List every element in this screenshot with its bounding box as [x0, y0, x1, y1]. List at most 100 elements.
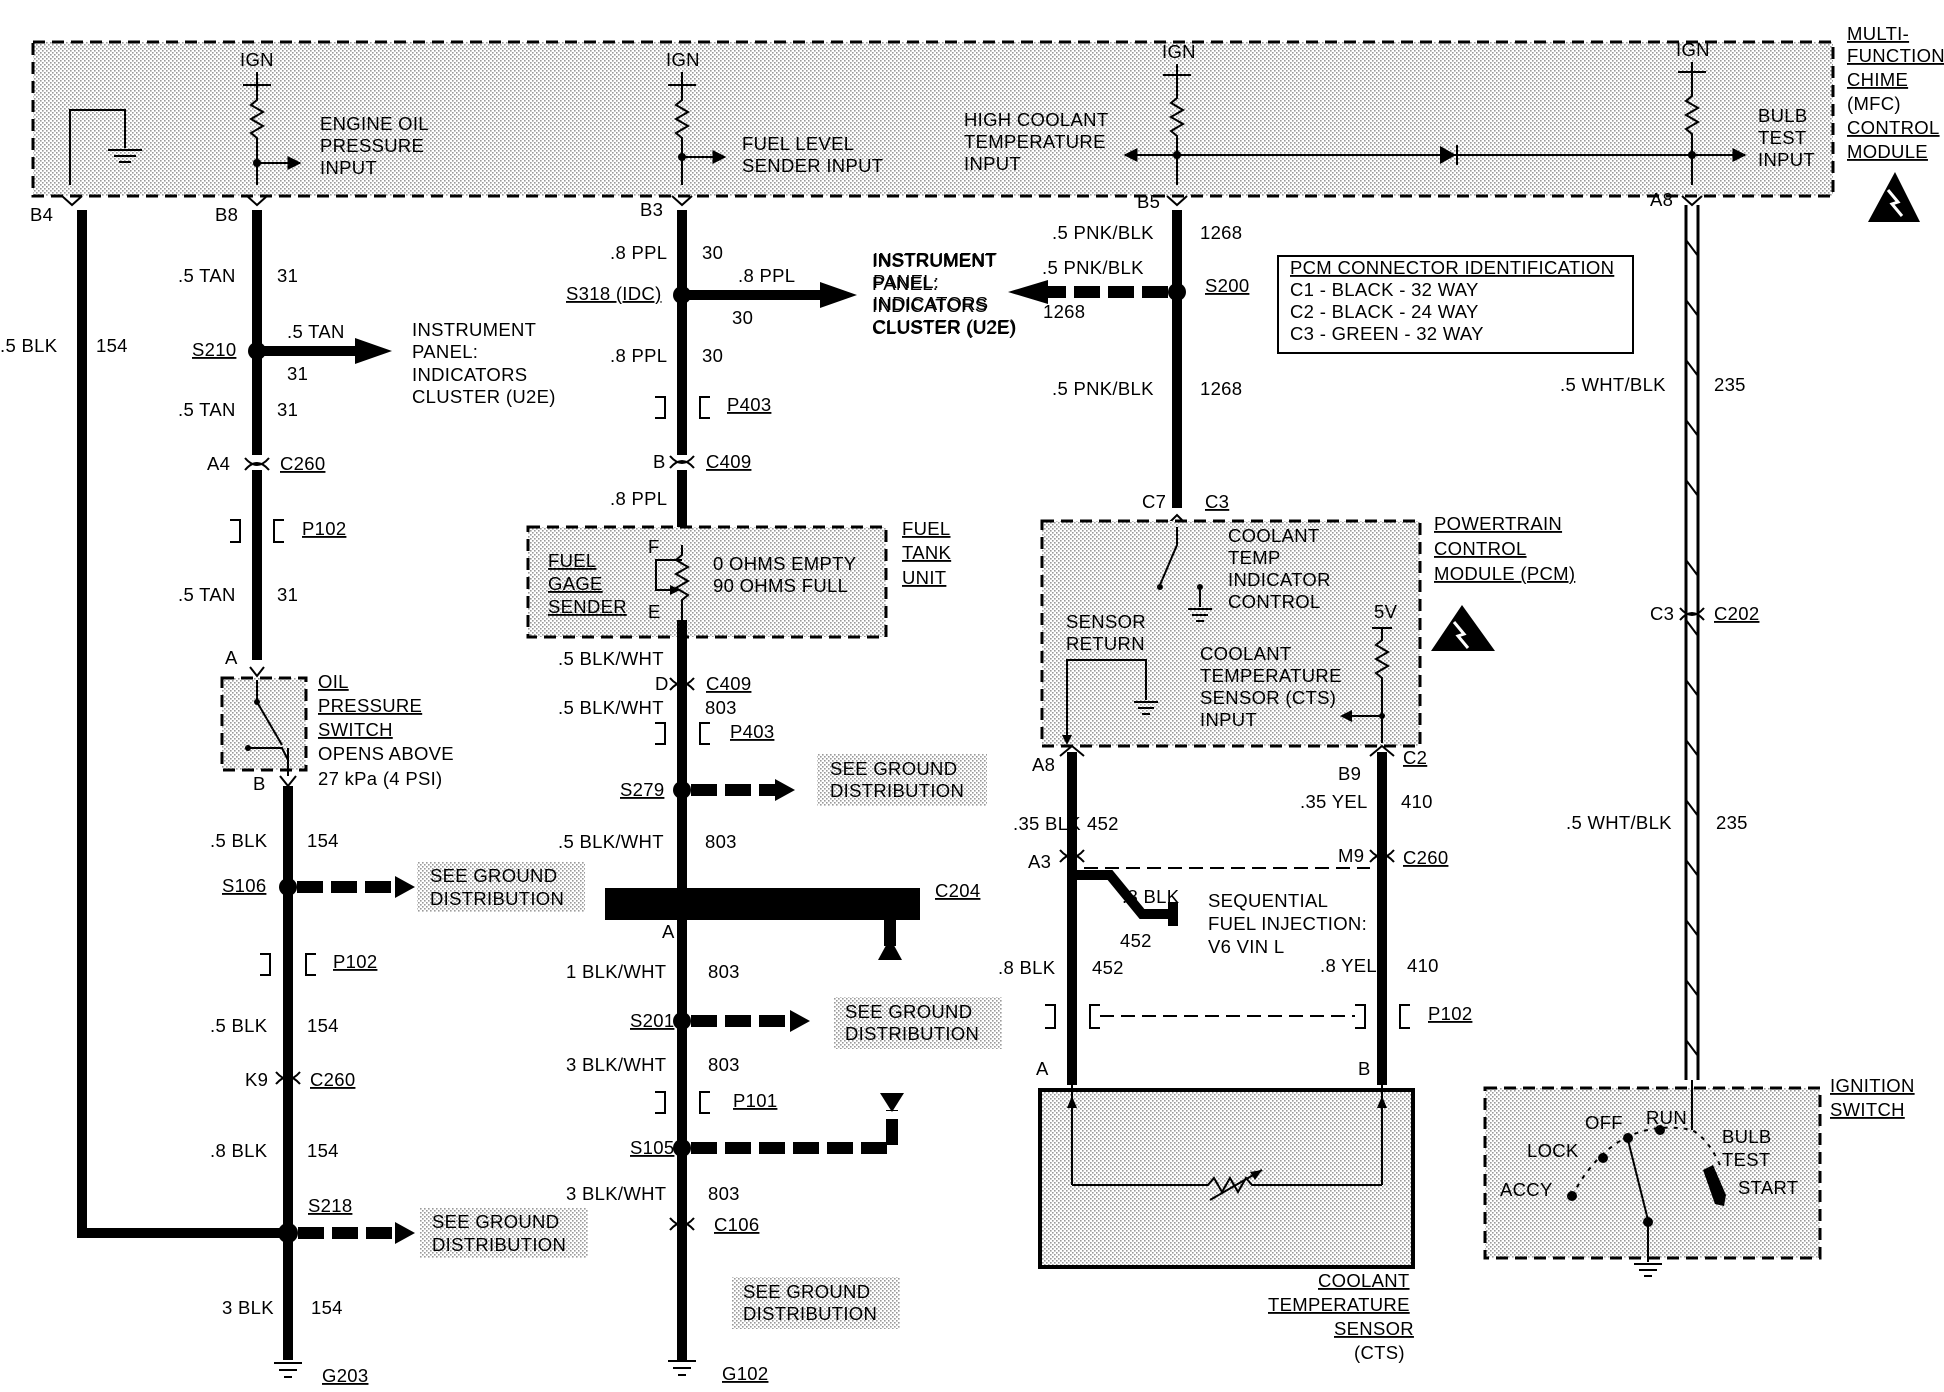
circuit-number-label: 154 [307, 830, 339, 851]
wire-gauge-label: .5 BLK [0, 335, 58, 356]
connector-label-c2: C2 [1403, 747, 1427, 768]
connector-icon [669, 455, 695, 469]
esd-warning-icon [1431, 605, 1495, 651]
high-coolant-label: INPUT [964, 153, 1021, 174]
wire-gauge-label: .8 BLK [1122, 886, 1180, 907]
switch-position-label: LOCK [1527, 1140, 1579, 1161]
connector-icon [1059, 849, 1395, 863]
cts-label: (CTS) [1354, 1342, 1405, 1363]
splice-label-s318: S318 (IDC) [566, 283, 662, 304]
wire-gauge-label: .8 PPL [610, 242, 667, 263]
b4-ground-wire: .5 BLK 154 [0, 210, 293, 1238]
pin-label: B8 [215, 204, 238, 225]
switch-position-label: BULB [1722, 1126, 1772, 1147]
coolant-temp-circuit: .5 PNK/BLK 1268 S200 .5 PNK/BLK 1268 INS… [873, 210, 1634, 1363]
wire-gauge-label: 3 BLK [222, 1297, 274, 1318]
ground-symbol-icon [1188, 608, 1212, 622]
connector-label-c202: C202 [1714, 603, 1759, 624]
circuit-number-label: 235 [1716, 812, 1748, 833]
wire-gauge-label: .8 BLK [998, 957, 1056, 978]
bulb-test-circuit: .5 WHT/BLK 235 C3 C202 .5 WHT/BLK 235 IG… [1483, 205, 1914, 1277]
ign-label: IGN [240, 49, 274, 70]
module-label-line: MULTI- [1847, 23, 1909, 44]
wire-gauge-label: .8 PPL [610, 488, 667, 509]
connector-label-c204: C204 [935, 880, 980, 901]
wire-gauge-label: .5 BLK [210, 830, 268, 851]
cts-label: TEMPERATURE [1268, 1294, 1410, 1315]
connector-icon [275, 1071, 301, 1085]
wire-gauge-label: 3 BLK/WHT [566, 1183, 666, 1204]
ground-distribution-label: DISTRIBUTION [830, 780, 964, 801]
circuit-number-label: 803 [708, 961, 740, 982]
tank-unit-label: TANK [902, 542, 952, 563]
pin-label: M9 [1338, 845, 1364, 866]
ipc-label: INSTRUMENT [873, 249, 997, 270]
ground-distribution-label: SEE GROUND [432, 1211, 559, 1232]
ground-symbol-icon [108, 149, 142, 163]
esd-warning-icon [1868, 172, 1920, 222]
ipc-label: INSTRUMENT [872, 250, 996, 271]
wire-gauge-label: .5 TAN [178, 584, 236, 605]
module-label-line: MODULE [1847, 141, 1928, 162]
ctic-label: TEMP [1228, 547, 1281, 568]
ipc-label: CLUSTER (U2E) [872, 317, 1016, 338]
engine-oil-label: INPUT [320, 157, 377, 178]
ipc-label: INDICATORS [412, 364, 527, 385]
circuit-number-label: 31 [287, 363, 308, 384]
circuit-number-label: 154 [307, 1015, 339, 1036]
wire-gauge-label: .5 BLK/WHT [558, 697, 664, 718]
wire-gauge-label: .5 PNK/BLK [1042, 257, 1144, 278]
switch-position-label: TEST [1722, 1149, 1770, 1170]
sfi-label: FUEL INJECTION: [1208, 913, 1367, 934]
ground-label-g203: G203 [322, 1365, 368, 1386]
module-label-line: FUNCTION [1847, 45, 1944, 66]
wire-gauge-label: .35 YEL [1300, 791, 1368, 812]
splice-label-s200: S200 [1205, 275, 1249, 296]
switch-label: PRESSURE [318, 695, 422, 716]
wire-gauge-label: .8 BLK [210, 1140, 268, 1161]
grommet-label-p101: P101 [733, 1090, 777, 1111]
ignition-switch-label: SWITCH [1830, 1099, 1905, 1120]
wire-gauge-label: .5 WHT/BLK [1566, 812, 1672, 833]
pass-through-icon [655, 396, 710, 419]
ground-distribution-label: SEE GROUND [845, 1001, 972, 1022]
pin-label: B3 [640, 199, 663, 220]
switch-position-label: ACCY [1500, 1179, 1553, 1200]
circuit-number-label: 803 [705, 697, 737, 718]
ground-symbol-icon [1634, 1263, 1662, 1277]
sensor-return-label: RETURN [1066, 633, 1145, 654]
circuit-number-label: 154 [96, 335, 128, 356]
sender-label: FUEL [548, 550, 597, 571]
circuit-number-label: 154 [307, 1140, 339, 1161]
ctic-label: COOLANT [1228, 525, 1320, 546]
switch-position-label: RUN [1646, 1107, 1687, 1128]
pin-label: A [1036, 1058, 1049, 1079]
ohms-label: 0 OHMS EMPTY [713, 553, 856, 574]
ipc-label: PANEL: [873, 271, 939, 292]
pcm-id-line: C1 - BLACK - 32 WAY [1290, 279, 1479, 300]
pin-label: D [655, 673, 669, 694]
connector-label-c260: C260 [1403, 847, 1448, 868]
connector-icon [669, 1217, 695, 1231]
grommet-label-p102: P102 [302, 518, 346, 539]
pass-through-icon [230, 519, 284, 543]
module-label: MULTI- FUNCTION CHIME (MFC) CONTROL MODU… [1847, 23, 1944, 162]
connector-icon [244, 457, 270, 471]
circuit-number-label: 803 [708, 1054, 740, 1075]
wire-gauge-label: .5 WHT/BLK [1560, 374, 1666, 395]
fuel-level-label: FUEL LEVEL [742, 133, 854, 154]
ipc-label: INDICATORS [872, 295, 987, 316]
cts-input-label: COOLANT [1200, 643, 1292, 664]
sender-terminal-label: E [648, 601, 661, 622]
mfc-module: MULTI- FUNCTION CHIME (MFC) CONTROL MODU… [30, 23, 1944, 225]
wire-gauge-label: .5 PNK/BLK [1052, 222, 1154, 243]
ipc-label: CLUSTER (U2E) [412, 386, 556, 407]
connector-icon [669, 677, 695, 691]
pin-label: B [653, 451, 666, 472]
splice-label-s106: S106 [222, 875, 266, 896]
wire-gauge-label: .5 TAN [287, 321, 345, 342]
pcm-label: MODULE (PCM) [1434, 563, 1575, 584]
pcm-id-line: C3 - GREEN - 32 WAY [1290, 323, 1484, 344]
thermistor-icon [1072, 1169, 1382, 1201]
